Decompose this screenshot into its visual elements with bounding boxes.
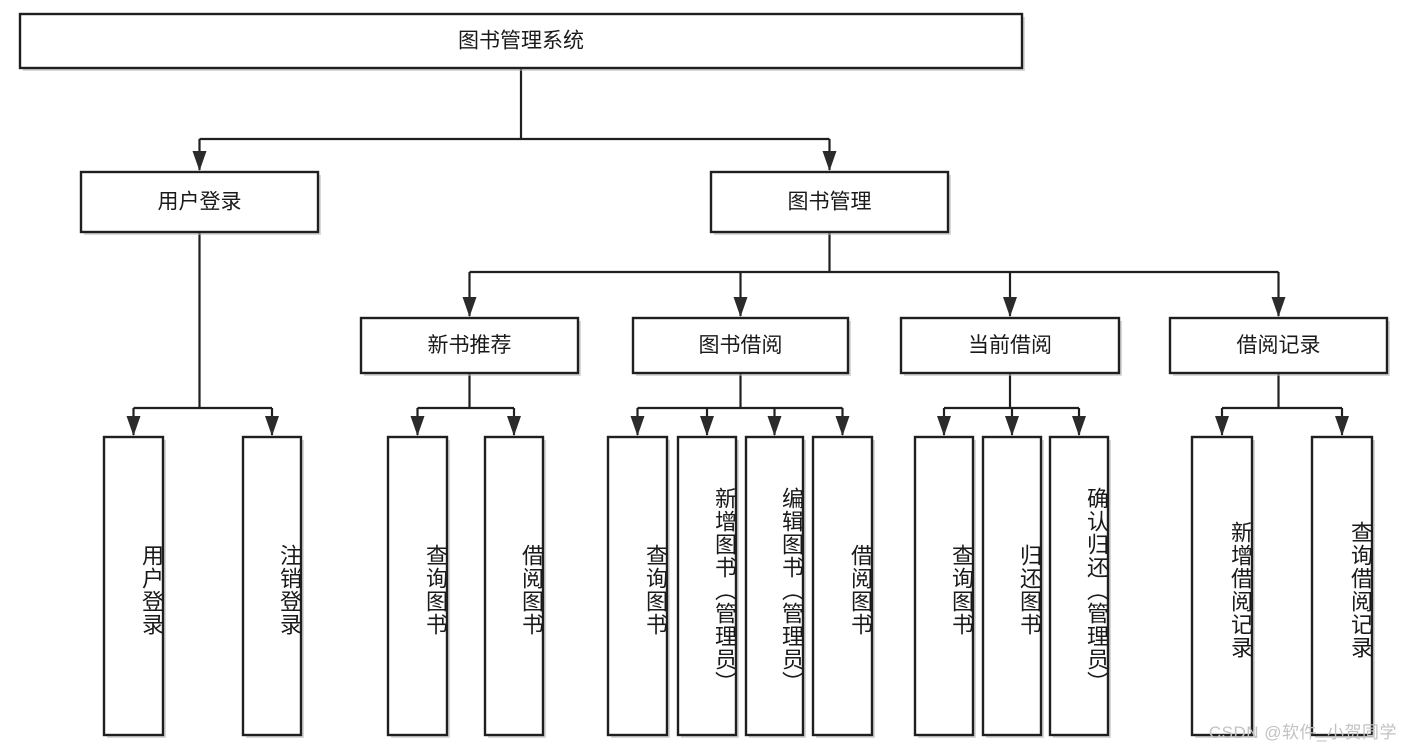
arrow-head-icon	[192, 151, 207, 171]
arrow-head-icon	[507, 416, 521, 436]
arrow-head-icon	[462, 297, 477, 317]
node-用户登录-box[interactable]	[79, 170, 320, 234]
arrow-head-icon	[1335, 416, 1349, 436]
arrow-head-icon	[1271, 297, 1286, 317]
arrow-head-icon	[835, 416, 850, 436]
node-新增借阅记录-box[interactable]	[1190, 435, 1254, 737]
arrow-head-icon	[937, 416, 951, 436]
node-图书管理-label: 图书管理	[788, 191, 872, 214]
node-借阅图书-box[interactable]	[483, 435, 545, 737]
node-图书管理-box[interactable]	[709, 170, 950, 234]
node-用户登录-label: 用户登录	[158, 191, 242, 214]
arrow-head-icon	[822, 151, 837, 171]
arrow-head-icon	[733, 297, 748, 317]
node-新书推荐-box[interactable]	[359, 316, 580, 375]
arrow-head-icon	[410, 416, 425, 436]
node-借阅记录-label: 借阅记录	[1237, 334, 1321, 357]
node-查询图书-box[interactable]	[386, 435, 449, 737]
node-当前借阅-label: 当前借阅	[968, 334, 1052, 357]
node-用户登录-box[interactable]	[102, 435, 165, 737]
connector-layer	[126, 68, 1349, 436]
node-注销登录-box[interactable]	[241, 435, 303, 737]
node-图书借阅-box[interactable]	[631, 316, 850, 375]
node-编辑图书管理员-box[interactable]	[744, 435, 805, 737]
node-归还图书-box[interactable]	[981, 435, 1043, 737]
node-当前借阅-box[interactable]	[899, 316, 1121, 375]
node-借阅图书-box[interactable]	[811, 435, 874, 737]
arrow-head-icon	[1072, 416, 1086, 436]
node-图书借阅-label: 图书借阅	[699, 334, 783, 357]
arrow-head-icon	[265, 416, 279, 436]
arrow-head-icon	[767, 416, 782, 436]
node-图书管理系统-label: 图书管理系统	[458, 30, 584, 53]
arrow-head-icon	[700, 416, 714, 436]
arrow-head-icon	[1215, 416, 1229, 436]
arrow-head-icon	[1005, 416, 1019, 436]
arrow-head-icon	[630, 416, 645, 436]
arrow-head-icon	[126, 416, 141, 436]
node-新增图书管理员-box[interactable]	[676, 435, 738, 737]
node-查询图书-box[interactable]	[606, 435, 669, 737]
watermark: CSDN @软件_小贺同学	[1208, 723, 1397, 742]
node-新书推荐-label: 新书推荐	[428, 334, 512, 357]
node-确认归还管理员-box[interactable]	[1048, 435, 1110, 737]
node-查询借阅记录-box[interactable]	[1310, 435, 1374, 737]
node-查询图书-box[interactable]	[913, 435, 975, 737]
arrow-head-icon	[1003, 297, 1017, 317]
node-图书管理系统-box[interactable]	[18, 12, 1024, 70]
node-借阅记录-box[interactable]	[1168, 316, 1389, 375]
